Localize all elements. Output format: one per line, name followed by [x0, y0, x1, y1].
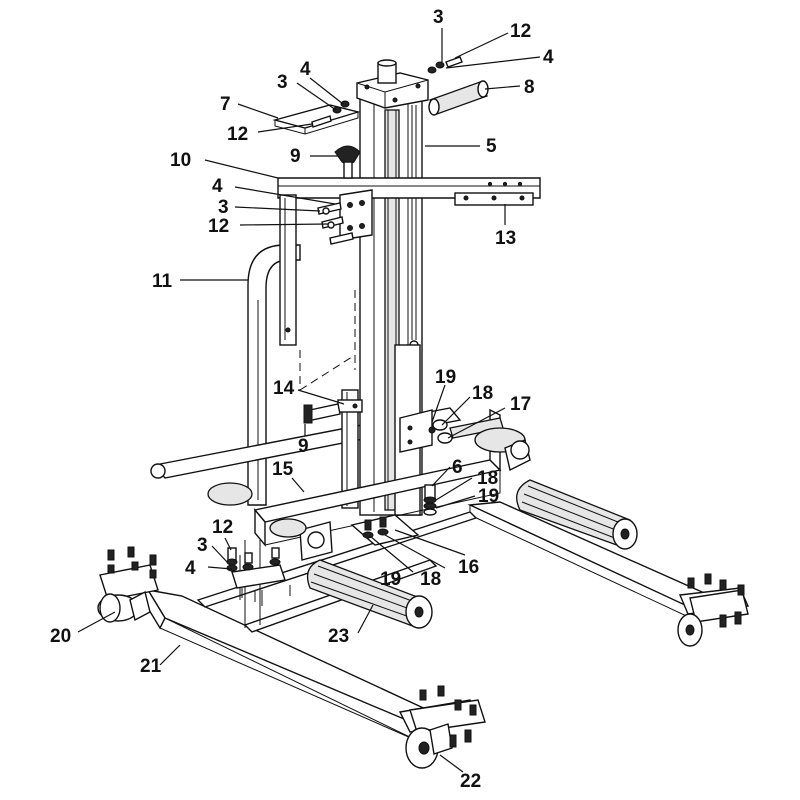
upper-right-roller: [474, 427, 531, 472]
callout-13: 13: [495, 228, 516, 249]
callout-6: 6: [452, 457, 463, 478]
hanging-upright: [279, 194, 297, 346]
caster-left-bolts: [107, 546, 157, 579]
callout-18-mid: 18: [477, 468, 498, 489]
callout-20: 20: [50, 626, 71, 647]
mast-column: [359, 94, 423, 516]
leader-lines: [77, 28, 541, 773]
callout-19-upper: 19: [435, 367, 456, 388]
lower-plate-16: [350, 514, 420, 546]
callout-8: 8: [524, 77, 535, 98]
callout-3-tray: 3: [277, 72, 288, 93]
callout-14: 14: [273, 378, 295, 399]
slide-bar-14: [303, 389, 363, 509]
callout-3-low: 3: [197, 535, 208, 556]
callout-9-low: 9: [298, 436, 309, 457]
callout-19-mid: 19: [478, 486, 499, 507]
callout-15: 15: [272, 459, 294, 480]
callout-23: 23: [328, 626, 349, 647]
carriage-plate: [317, 189, 373, 245]
callout-4-plate: 4: [212, 176, 223, 197]
callout-12-plate: 12: [208, 216, 229, 237]
roller-mount-left: [269, 518, 333, 561]
tray: [272, 104, 361, 135]
caster-bottom-bolts: [419, 685, 477, 748]
dashed-guides: [299, 290, 356, 391]
callout-9-top: 9: [290, 146, 301, 167]
caster-left: [97, 546, 159, 623]
callout-5: 5: [486, 136, 497, 157]
callout-18-low: 18: [420, 569, 441, 590]
callout-4-top: 4: [543, 47, 554, 68]
callout-10: 10: [170, 150, 191, 171]
callout-16: 16: [458, 557, 479, 578]
callout-4-low: 4: [185, 558, 196, 579]
top-hardware: [311, 56, 463, 128]
callout-17: 17: [510, 394, 531, 415]
mast-top-cap: [356, 59, 429, 109]
callout-3-plate: 3: [218, 197, 229, 218]
callout-12-tray: 12: [227, 124, 248, 145]
callout-labels: 3 12 4 8 4 3 7 12 5 9 10 4 3 12 13 11 14…: [50, 7, 554, 792]
caster-right: [677, 573, 749, 647]
callout-11: 11: [152, 271, 173, 292]
bolt-set-lower-left: [226, 547, 291, 606]
wheel-roller-23: [306, 559, 433, 629]
knob-9-top: [334, 145, 361, 179]
caster-bottom: [405, 685, 486, 769]
callout-22: 22: [460, 771, 481, 792]
fork-bracket-upper: [399, 409, 504, 453]
callout-18-upper: 18: [472, 383, 493, 404]
callout-7: 7: [220, 94, 231, 115]
roller-8: [428, 80, 489, 116]
caster-right-bolts: [687, 573, 745, 628]
wheel-roller-right: [516, 479, 638, 550]
callout-21: 21: [140, 656, 162, 677]
callout-4-tray: 4: [300, 59, 311, 80]
callout-12-top: 12: [510, 21, 531, 42]
callout-3-top: 3: [433, 7, 444, 28]
callout-12-low: 12: [212, 517, 233, 538]
crossbar: [277, 177, 541, 206]
callout-19-low: 19: [380, 569, 401, 590]
bolt-stack-right: [423, 484, 437, 516]
